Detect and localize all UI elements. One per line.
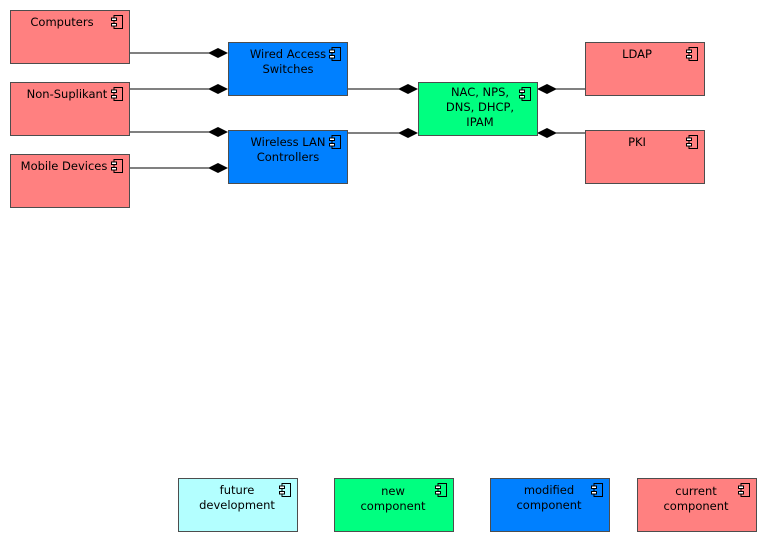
composition-diamond	[537, 128, 557, 138]
uml-component-icon	[435, 483, 447, 497]
uml-component-icon	[738, 483, 750, 497]
link-nac-ldap	[537, 84, 585, 94]
composition-diamond	[208, 84, 228, 94]
computers-component[interactable]: Computers	[10, 10, 130, 64]
link-nonsuplikant-wired	[130, 84, 228, 94]
uml-component-icon	[329, 135, 341, 149]
wireless-lan-controllers-component[interactable]: Wireless LAN Controllers	[228, 130, 348, 184]
ldap-label: LDAP	[622, 47, 652, 61]
wired-access-switches-component[interactable]: Wired Access Switches	[228, 42, 348, 96]
ldap-component[interactable]: LDAP	[585, 42, 705, 96]
uml-component-icon	[686, 47, 698, 61]
composition-diamond	[537, 84, 557, 94]
non-suplikant-component[interactable]: Non-Suplikant	[10, 82, 130, 136]
link-nac-pki	[537, 128, 585, 138]
uml-component-icon	[279, 483, 291, 497]
link-wireless-nac	[347, 128, 418, 138]
wired-access-switches-label: Wired Access Switches	[249, 47, 327, 76]
uml-component-icon	[111, 159, 123, 173]
legend-new-component: new component	[334, 478, 454, 532]
legend-current-label: current component	[663, 484, 729, 513]
legend-modified-component: modified component	[490, 478, 610, 532]
legend-new-label: new component	[360, 484, 426, 513]
computers-label: Computers	[30, 15, 94, 29]
pki-label: PKI	[628, 135, 646, 149]
legend-future-development: future development	[178, 478, 298, 532]
link-nonsuplikant-wireless	[130, 127, 228, 137]
mobile-devices-component[interactable]: Mobile Devices	[10, 154, 130, 208]
legend-current-component: current component	[637, 478, 757, 532]
nac-nps-dns-dhcp-ipam-component[interactable]: NAC, NPS, DNS, DHCP, IPAM	[418, 82, 538, 136]
link-wired-nac	[347, 84, 418, 94]
composition-diamond	[208, 127, 228, 137]
uml-component-icon	[519, 87, 531, 101]
pki-component[interactable]: PKI	[585, 130, 705, 184]
non-suplikant-label: Non-Suplikant	[26, 87, 108, 101]
link-mobile-wireless	[130, 163, 228, 173]
composition-diamond	[398, 128, 418, 138]
composition-diamond	[208, 48, 228, 58]
mobile-devices-label: Mobile Devices	[20, 159, 108, 173]
uml-component-icon	[111, 15, 123, 29]
link-computers-wired	[130, 48, 228, 58]
uml-component-icon	[686, 135, 698, 149]
composition-diamond	[208, 163, 228, 173]
legend-future-label: future development	[199, 483, 275, 512]
legend-modified-label: modified component	[516, 483, 582, 512]
composition-diamond	[398, 84, 418, 94]
nac-nps-dns-dhcp-ipam-label: NAC, NPS, DNS, DHCP, IPAM	[445, 85, 515, 129]
uml-component-icon	[591, 483, 603, 497]
uml-component-icon	[111, 87, 123, 101]
wireless-lan-controllers-label: Wireless LAN Controllers	[250, 135, 326, 164]
uml-component-icon	[329, 47, 341, 61]
